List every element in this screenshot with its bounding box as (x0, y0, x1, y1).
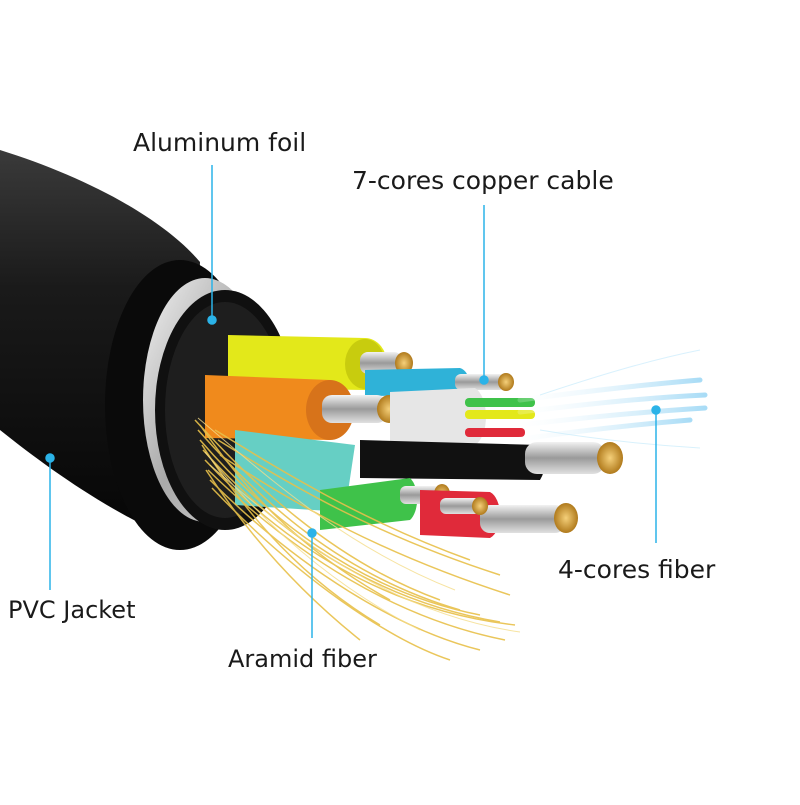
label-copper-cable: 7-cores copper cable (352, 166, 614, 195)
label-aramid-fiber: Aramid fiber (228, 645, 377, 673)
white-fiber-tube (390, 388, 487, 445)
leader-dot-copper (479, 375, 489, 385)
leader-lines (45, 165, 661, 638)
label-pvc-jacket: PVC Jacket (8, 596, 136, 624)
leader-dot-foil (207, 315, 217, 325)
yellow-core (228, 335, 387, 390)
black-core (360, 440, 545, 480)
copper-end (597, 442, 623, 474)
leader-dot-aramid (307, 528, 317, 538)
leader-dot-fiber (651, 405, 661, 415)
green-core (320, 478, 418, 530)
fiber-strands (512, 377, 708, 443)
copper-end (395, 352, 413, 374)
leader-dot-pvc (45, 453, 55, 463)
label-fiber: 4-cores fiber (558, 555, 716, 584)
label-aluminum-foil: Aluminum foil (133, 128, 307, 157)
copper-end (554, 503, 578, 533)
cyan-core (365, 368, 469, 396)
